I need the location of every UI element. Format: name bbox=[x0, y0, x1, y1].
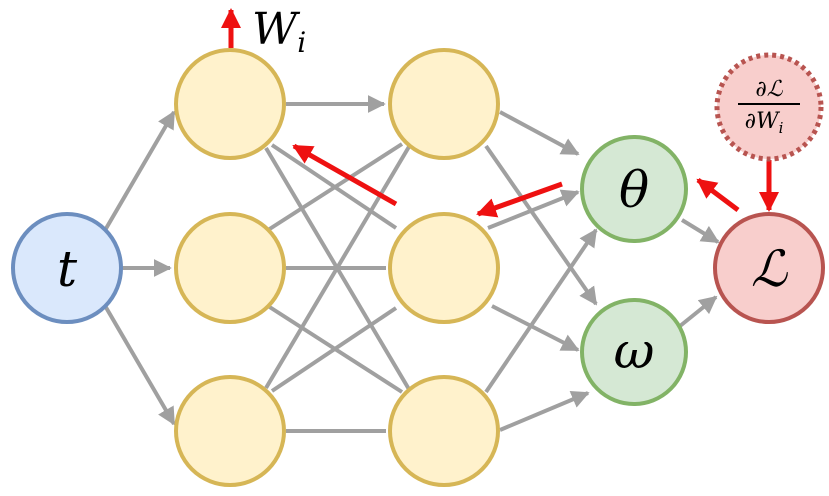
edge-h2b-theta bbox=[487, 189, 580, 230]
loss-node-label: ℒ bbox=[751, 240, 788, 298]
hidden-node-2-1 bbox=[388, 48, 500, 160]
gradient-arrow-hidden-to-hidden bbox=[292, 143, 398, 207]
weight-label-sub: i bbox=[297, 26, 306, 59]
loss-node-circle bbox=[713, 212, 825, 324]
gradient-arrow-theta-to-hidden bbox=[476, 181, 563, 218]
gradient-bubble: ∂ℒ ∂Wi bbox=[714, 52, 824, 162]
hidden-node-1-1 bbox=[174, 48, 286, 160]
edge-h1c-h2a bbox=[264, 143, 412, 390]
edge-t-h1a bbox=[102, 110, 176, 234]
edge-h2c-omega bbox=[499, 390, 590, 432]
output-node-omega: ω bbox=[580, 298, 688, 406]
input-node-label: t bbox=[57, 240, 78, 298]
hidden-node-1-2 bbox=[174, 212, 286, 324]
gradient-arrow-loss-to-theta bbox=[696, 178, 740, 212]
edge-t-h1c bbox=[102, 302, 176, 426]
gradient-denominator-sub: i bbox=[779, 119, 784, 137]
edge-omega-loss bbox=[678, 295, 718, 328]
edge-h2b-omega bbox=[491, 304, 580, 352]
edge-h2a-omega bbox=[484, 144, 598, 306]
output-node-omega-label: ω bbox=[614, 322, 655, 380]
output-node-theta-circle bbox=[580, 135, 688, 243]
edge-h1c-h2b bbox=[270, 306, 398, 393]
hidden-node-2-3 bbox=[388, 375, 500, 487]
edge-h2a-theta bbox=[499, 110, 580, 156]
edge-h2c-theta bbox=[484, 228, 598, 394]
gradient-bubble-circle bbox=[714, 52, 824, 162]
hidden-layer-2 bbox=[388, 48, 500, 487]
edge-h1b-h2a bbox=[266, 142, 404, 232]
hidden-node-1-3 bbox=[174, 375, 286, 487]
input-node: t bbox=[11, 212, 123, 324]
hidden-node-2-2 bbox=[388, 212, 500, 324]
weight-label-base: W bbox=[252, 4, 301, 55]
network-edges bbox=[102, 95, 720, 433]
loss-node: ℒ bbox=[713, 212, 825, 324]
output-node-theta: θ bbox=[580, 135, 688, 243]
gradient-arrows bbox=[221, 8, 779, 218]
weight-label: Wi bbox=[252, 4, 306, 59]
output-node-theta-label: θ bbox=[619, 161, 649, 219]
gradient-denominator-base: ∂W bbox=[745, 109, 781, 134]
input-node-circle bbox=[11, 212, 123, 324]
output-node-omega-circle bbox=[580, 298, 688, 406]
edge-theta-loss bbox=[680, 218, 720, 244]
gradient-denominator: ∂Wi bbox=[745, 109, 784, 137]
hidden-layer-1 bbox=[174, 48, 286, 487]
gradient-numerator: ∂ℒ bbox=[755, 77, 783, 102]
